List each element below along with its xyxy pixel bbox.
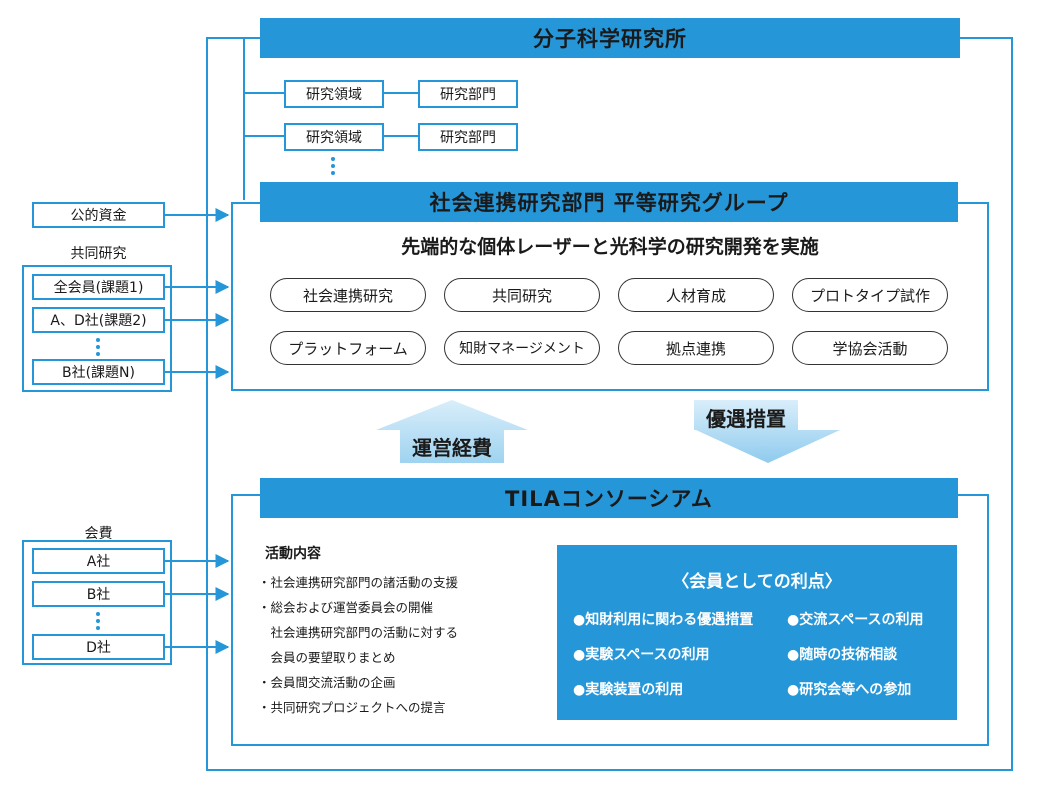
benefit-item: ●研究会等への参加 xyxy=(787,682,912,698)
joint-item-label: A、D社(課題2) xyxy=(50,313,147,329)
ellipsis-dots xyxy=(96,338,100,356)
joint-item-label: 全会員(課題1) xyxy=(53,280,144,296)
pill-social-research: 社会連携研究 xyxy=(270,278,426,312)
public-funds-box: 公的資金 xyxy=(32,202,165,228)
joint-item-2: A、D社(課題2) xyxy=(32,307,165,333)
benefits-panel: 〈会員としての利点〉 ●知財利用に関わる優遇措置 ●交流スペースの利用 ●実験ス… xyxy=(557,545,957,720)
joint-item-label: B社(課題N) xyxy=(61,365,135,381)
activities-list: ・社会連携研究部門の諸活動の支援 ・総会および運営委員会の開催 社会連携研究部門… xyxy=(258,570,458,720)
pill-joint-research: 共同研究 xyxy=(444,278,600,312)
pill-ip-management: 知財マネージメント xyxy=(444,331,600,365)
fee-item-label: A社 xyxy=(86,554,111,570)
joint-research-label: 共同研究 xyxy=(70,246,127,262)
research-dept-label: 研究部門 xyxy=(440,130,496,146)
pill-hr-development: 人材育成 xyxy=(618,278,774,312)
activity-line: ・社会連携研究部門の諸活動の支援 xyxy=(258,575,459,590)
consortium-title: TILAコンソーシアム xyxy=(505,487,713,511)
fee-item-b: B社 xyxy=(32,581,165,607)
fee-item-a: A社 xyxy=(32,548,165,574)
research-area-box-2: 研究領域 xyxy=(284,123,384,151)
activity-line: 社会連携研究部門の活動に対する xyxy=(258,625,459,640)
benefit-item: ●実験スペースの利用 xyxy=(573,647,710,663)
research-dept-box-2: 研究部門 xyxy=(418,123,518,151)
ellipsis-dots xyxy=(331,157,335,175)
pill-prototype: プロトタイプ試作 xyxy=(792,278,948,312)
institute-title: 分子科学研究所 xyxy=(533,27,687,51)
consortium-title-bar: TILAコンソーシアム xyxy=(260,478,958,518)
fee-label: 会費 xyxy=(84,526,113,542)
benefit-item: ●実験装置の利用 xyxy=(573,682,684,698)
fee-item-label: D社 xyxy=(86,640,111,656)
down-arrow-shape xyxy=(694,400,840,463)
down-arrow-label: 優遇措置 xyxy=(706,407,786,431)
pill-platform: プラットフォーム xyxy=(270,331,426,365)
joint-item-1: 全会員(課題1) xyxy=(32,274,165,300)
benefit-item: ●随時の技術相談 xyxy=(787,647,898,663)
pill-academic: 学協会活動 xyxy=(792,331,948,365)
activity-line: ・会員間交流活動の企画 xyxy=(258,675,396,690)
benefit-item: ●交流スペースの利用 xyxy=(787,612,924,628)
social-dept-title: 社会連携研究部門 平等研究グループ xyxy=(429,191,789,215)
research-area-box-1: 研究領域 xyxy=(284,80,384,108)
research-dept-label: 研究部門 xyxy=(440,87,496,103)
social-dept-subtitle: 先端的な個体レーザーと光科学の研究開発を実施 xyxy=(401,236,819,258)
research-area-label: 研究領域 xyxy=(306,87,362,103)
pill-hub-collab: 拠点連携 xyxy=(618,331,774,365)
activities-title: 活動内容 xyxy=(265,546,321,562)
up-arrow-label: 運営経費 xyxy=(412,436,492,460)
benefits-title: 〈会員としての利点〉 xyxy=(672,572,842,592)
activity-line: 会員の要望取りまとめ xyxy=(258,650,396,665)
joint-research-frame xyxy=(22,265,172,392)
fee-item-d: D社 xyxy=(32,634,165,660)
up-arrow-shape xyxy=(376,400,528,463)
research-dept-box-1: 研究部門 xyxy=(418,80,518,108)
public-funds-label: 公的資金 xyxy=(70,208,127,224)
activity-line: ・共同研究プロジェクトへの提言 xyxy=(258,700,446,715)
research-area-label: 研究領域 xyxy=(306,130,362,146)
fee-item-label: B社 xyxy=(86,587,111,603)
activity-line: ・総会および運営委員会の開催 xyxy=(258,600,434,615)
fee-frame xyxy=(22,540,172,665)
ellipsis-dots xyxy=(96,612,100,630)
benefit-item: ●知財利用に関わる優遇措置 xyxy=(573,612,754,628)
joint-item-3: B社(課題N) xyxy=(32,359,165,385)
institute-title-bar: 分子科学研究所 xyxy=(260,18,960,58)
social-dept-title-bar: 社会連携研究部門 平等研究グループ xyxy=(260,182,958,222)
